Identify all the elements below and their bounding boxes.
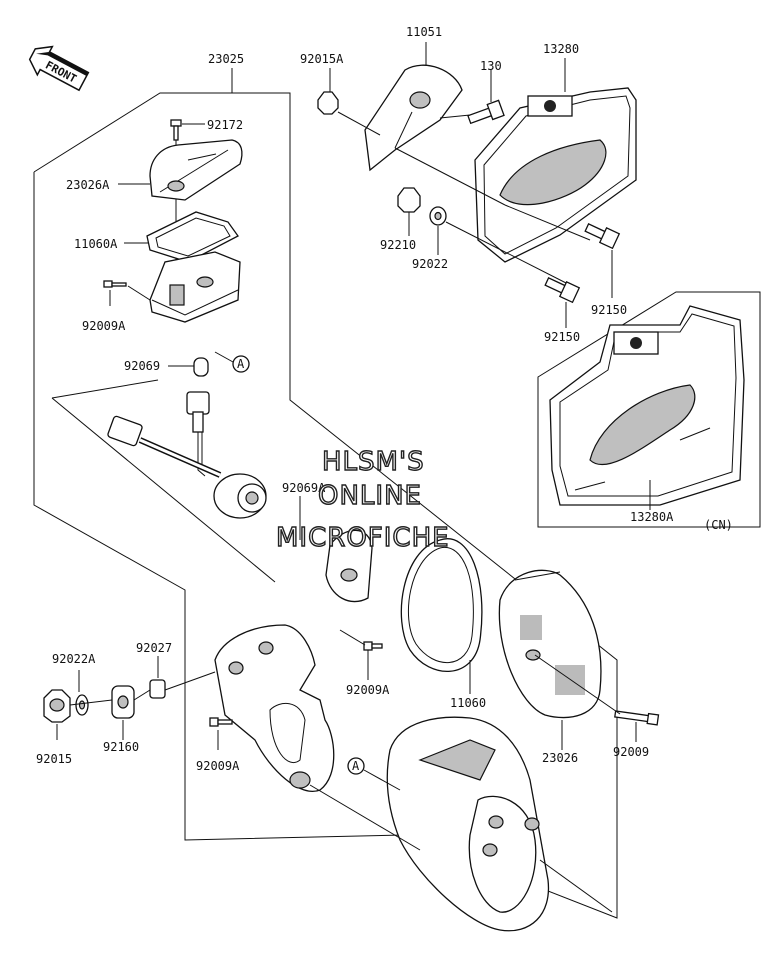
label-92022: 92022 (412, 257, 448, 271)
nut-92210 (397, 187, 421, 213)
label-92027: 92027 (136, 641, 172, 655)
label-92009A-lower: 92009A (196, 759, 240, 773)
screw-92009 (614, 710, 660, 726)
screw-92172 (170, 119, 182, 141)
label-92160: 92160 (103, 740, 139, 754)
watermark-line-3: MICROFICHE (276, 523, 450, 553)
gasket-11060 (400, 538, 483, 673)
label-130: 130 (480, 59, 502, 73)
callout-a-lower-label: A (352, 759, 360, 773)
callout-a-upper-label: A (237, 357, 245, 371)
bolt-130 (467, 99, 505, 125)
lens-23026 (498, 569, 602, 719)
bolt-92150-lower (544, 277, 581, 304)
plate-13280A (549, 305, 745, 506)
label-92069A: 92069A (282, 481, 326, 495)
label-cn-note: (CN) (704, 518, 733, 532)
holder-92069A (325, 529, 373, 603)
bulb-92069 (193, 357, 209, 377)
watermark-line-2: ONLINE (318, 481, 422, 511)
label-23026A: 23026A (66, 178, 110, 192)
label-92172: 92172 (207, 118, 243, 132)
label-23025: 23025 (208, 52, 244, 66)
mount-bracket (214, 624, 335, 793)
front-arrow-icon: FRONT (28, 45, 90, 92)
screw-92009A-mid (363, 641, 383, 651)
label-92009A-mid: 92009A (346, 683, 390, 697)
label-92015: 92015 (36, 752, 72, 766)
label-11060: 11060 (450, 696, 486, 710)
label-11051: 11051 (406, 25, 442, 39)
watermark-line-1: HLSM'S (322, 447, 425, 477)
label-13280: 13280 (543, 42, 579, 56)
label-92009: 92009 (613, 745, 649, 759)
gasket-11060A (146, 211, 239, 263)
washer-92022 (429, 206, 447, 226)
nut-92015 (43, 689, 71, 723)
plate-13280A-outline (537, 291, 761, 528)
label-92150-lower: 92150 (544, 330, 580, 344)
lens-cover-23026A (149, 139, 243, 201)
assembly-23025-outline (33, 92, 618, 919)
label-92150-upper: 92150 (591, 303, 627, 317)
callout-a-lower (347, 757, 365, 775)
label-92069: 92069 (124, 359, 160, 373)
lamp-housing (386, 716, 550, 932)
nut-92015A (317, 91, 339, 115)
label-92210: 92210 (380, 238, 416, 252)
collar-92027 (149, 679, 166, 699)
wiring-harness (107, 391, 267, 519)
label-92022A: 92022A (52, 652, 96, 666)
label-92009A-upper: 92009A (82, 319, 126, 333)
label-13280A: 13280A (630, 510, 674, 524)
watermark: HLSM'S ONLINE MICROFICHE (275, 446, 450, 553)
screw-92009A-upper (103, 280, 127, 288)
label-23026: 23026 (542, 751, 578, 765)
plate-13280 (474, 87, 637, 263)
label-11060A: 11060A (74, 237, 118, 251)
lamp-base (149, 251, 241, 323)
bracket-11051 (364, 64, 463, 172)
label-92015A: 92015A (300, 52, 344, 66)
grommet-92160 (111, 685, 135, 719)
screw-92009A-lower (209, 717, 233, 727)
washer-92022A (75, 694, 89, 716)
bolt-92150-upper (584, 223, 621, 250)
callout-a-upper (232, 355, 250, 373)
